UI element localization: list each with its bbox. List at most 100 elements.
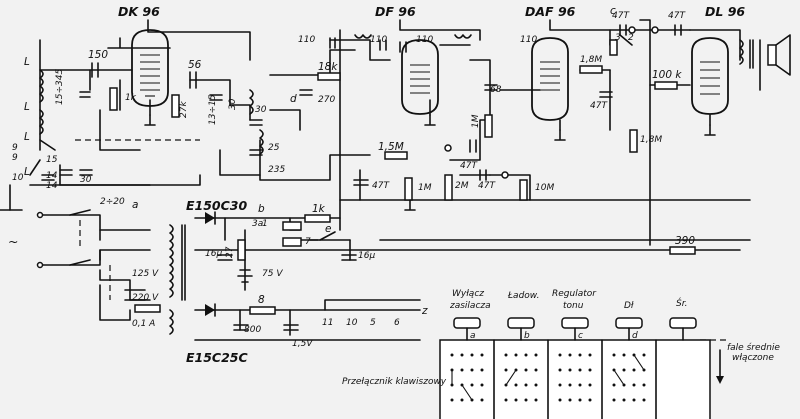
label-v15: 1,5V [292,339,313,349]
label-r390: 390 [675,235,695,247]
sw-e: e [325,223,331,235]
label-r1m-b: 1M [471,114,481,128]
sw-n3: 3 [615,33,621,43]
ground-symbols [144,114,716,211]
label-c47t-d: 47T [590,101,608,111]
label-r100k: 100 k [652,69,682,81]
key-1-letter: a [470,331,476,341]
label-c56: 56 [188,59,202,71]
label-l1: L [24,56,30,68]
sw-n1: 1 [262,219,268,229]
key-switch-panel [439,317,724,419]
label-range: 15÷345 [55,69,65,105]
sw-n14: 14 [46,181,58,191]
sw-n10: 10 [346,318,358,328]
key-3-label-1: Regulator [552,289,597,299]
label-r18m-a: 1,8M [580,55,602,65]
sw-n9: 9 [12,153,18,163]
tube-dk96 [131,29,169,107]
label-c47t-a: 47T [372,181,390,191]
label-df96: DF 96 [375,4,416,19]
capacitors [41,24,682,331]
sw-n6: 6 [394,318,400,328]
label-dk96: DK 96 [118,4,160,19]
sw-d: d [290,93,297,105]
label-r2m: 2M [455,181,469,191]
label-c47t-f: 47T [668,11,686,21]
label-r1m-a: 1M [418,183,432,193]
label-rectifier-top: E150C30 [186,198,248,213]
label-r1k-a: 1k [125,93,137,103]
label-r27: 27 [225,246,235,258]
label-r18m-b: 1,8M [640,135,662,145]
key-1-label-1: Wyłącz [452,289,484,299]
key-3-letter: c [578,331,583,341]
sw-n3a: 3a [252,219,263,229]
label-c16u-b: 16μ [358,251,375,261]
label-daf96: DAF 96 [525,4,576,19]
key-2-label-1: Ładow. [507,291,539,301]
label-c235: 235 [268,165,285,175]
label-c110c: 110 [416,35,433,45]
key-1-label-2: zasilacza [449,301,491,311]
label-c150: 150 [88,49,108,61]
wiring [0,19,761,341]
sw-n7: 7 [305,237,311,247]
label-c47t-b: 47T [460,161,478,171]
label-c15: 15 [46,155,58,165]
label-fuse: 0,1 A [132,319,155,329]
switch-contacts [29,26,659,301]
panel-labels: Wyłącz zasilacza a Ładow. b Regulator to… [342,289,780,387]
label-c110d: 110 [520,35,537,45]
label-r8: 8 [258,294,265,306]
label-r18k: 18k [318,61,338,73]
label-l4: L [24,166,30,178]
panel-caption: Przełącznik klawiszowy [342,377,447,387]
diodes [205,211,216,317]
speaker [767,34,791,76]
label-c9: 9 [12,143,18,153]
label-c110a: 110 [298,35,315,45]
resistors [109,39,696,315]
sw-z: z [421,305,428,317]
label-c10: 10 [12,173,24,183]
sw-n11: 11 [322,318,333,328]
key-4-label-1: Dł [624,301,634,311]
label-c30a: 30 [228,98,238,110]
label-c30c: 30 [80,175,92,185]
sw-n5: 5 [370,318,376,328]
key-5-label-1: Śr. [676,297,687,309]
label-l3: L [24,131,30,143]
sw-n2: 2 [628,33,634,43]
label-c2-20: 2÷20 [100,197,125,207]
label-r15m: 1,5M [378,141,404,153]
tube-df96 [401,39,439,115]
label-c25: 25 [268,143,280,153]
label-c110b: 110 [370,35,387,45]
label-v125: 125 V [132,269,159,279]
panel-note-2: włączone [732,353,774,363]
coils [39,34,754,335]
label-v75: 75 V [262,269,283,279]
mains-symbol: ~ [8,234,18,249]
key-3-label-2: tonu [563,301,584,311]
label-tune: 13÷15 [208,94,218,125]
tube-daf96 [531,37,569,121]
label-c47t-c: 47T [478,181,496,191]
component-labels: 150 15÷345 1k L L L L 56 27k 13÷15 30 11… [12,11,695,349]
label-dl96: DL 96 [705,4,745,19]
tube-dl96 [691,37,729,115]
label-r27k: 27k [179,101,189,118]
label-r1k-b: 1k [312,203,326,215]
label-rectifier-bottom: E15C25C [186,350,249,365]
label-c16u-a: 16μ [205,249,222,259]
sw-b: b [258,203,265,215]
label-c270: 270 [318,95,335,105]
key-4-letter: d [632,331,638,341]
key-2-letter: b [524,331,530,341]
sw-a: a [132,199,138,211]
panel-note-1: fale średnie [727,342,780,353]
label-c47t-e: 47T [612,11,630,21]
label-r10m: 10M [535,183,554,193]
